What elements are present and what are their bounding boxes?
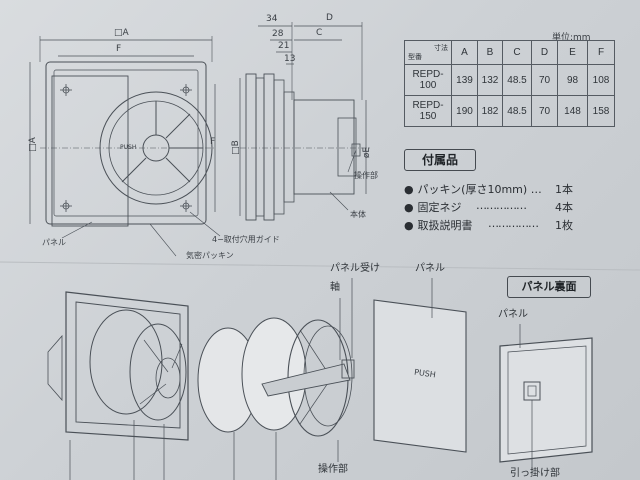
label-panel-back: パネル (498, 309, 528, 320)
header-d: D (531, 40, 558, 65)
dim-34: 34 (266, 14, 278, 24)
header-a: A (451, 40, 478, 65)
list-item: ● パッキン(厚さ10mm) … 1本 (404, 183, 573, 196)
label-seal: 気密パッキン (186, 251, 234, 260)
label-mount-guide: 4−取付穴用ガイド (212, 235, 280, 244)
dim-b: □B (230, 140, 241, 155)
exploded-filter-2 (241, 317, 307, 431)
panel-back-view (499, 337, 593, 463)
dim-f-side: F (210, 137, 216, 147)
bullet-icon: ● (404, 219, 414, 232)
header-c: C (502, 40, 532, 65)
table-row: REPD-100 139 132 48.5 70 98 108 (404, 64, 615, 96)
spec-table: 寸法 型番 A B C D E F REPD-100 139 132 48.5 … (404, 40, 615, 127)
label-panel-exploded: パネル (415, 263, 445, 274)
header-f: F (587, 40, 615, 65)
label-body: 本体 (350, 210, 366, 219)
bullet-icon: ● (404, 183, 414, 196)
dim-f-top: F (116, 44, 122, 54)
label-axis: 軸 (330, 282, 340, 293)
dim-c: C (316, 28, 323, 38)
table-corner: 寸法 型番 (408, 45, 448, 61)
label-operation-side: 操作部 (354, 171, 378, 180)
exploded-fan-ring (129, 323, 187, 421)
label-panel-receiver: パネル受け (330, 263, 380, 274)
dim-13: 13 (284, 54, 296, 64)
dim-a-side: □A (27, 137, 38, 152)
dim-21: 21 (278, 41, 290, 51)
panel-back-title: パネル裏面 (507, 276, 591, 298)
dim-a-top: □A (114, 28, 129, 38)
label-hook: 引っ掛け部 (510, 468, 560, 479)
dim-28: 28 (272, 29, 284, 39)
bullet-icon: ● (404, 201, 414, 214)
accessories-title: 付属品 (404, 149, 476, 171)
front-view-frame (45, 61, 207, 225)
unit-label: 単位:mm (552, 33, 591, 43)
side-view-body (293, 99, 355, 195)
exploded-frame (65, 291, 189, 441)
label-operation-exploded: 操作部 (318, 464, 348, 475)
dim-e: øE (362, 146, 373, 159)
table-row: REPD-150 190 182 48.5 70 148 158 (404, 95, 615, 127)
list-item: ● 取扱説明書 …………… 1枚 (404, 217, 573, 232)
push-label-small: PUSH (120, 144, 137, 151)
header-e: E (557, 40, 588, 65)
exploded-panel (373, 299, 467, 453)
front-view-panel (51, 75, 129, 227)
header-b: B (477, 40, 503, 65)
label-panel-front: パネル (42, 238, 66, 247)
list-item: ● 固定ネジ …………… 4本 (404, 199, 573, 214)
dim-d: D (326, 13, 333, 23)
